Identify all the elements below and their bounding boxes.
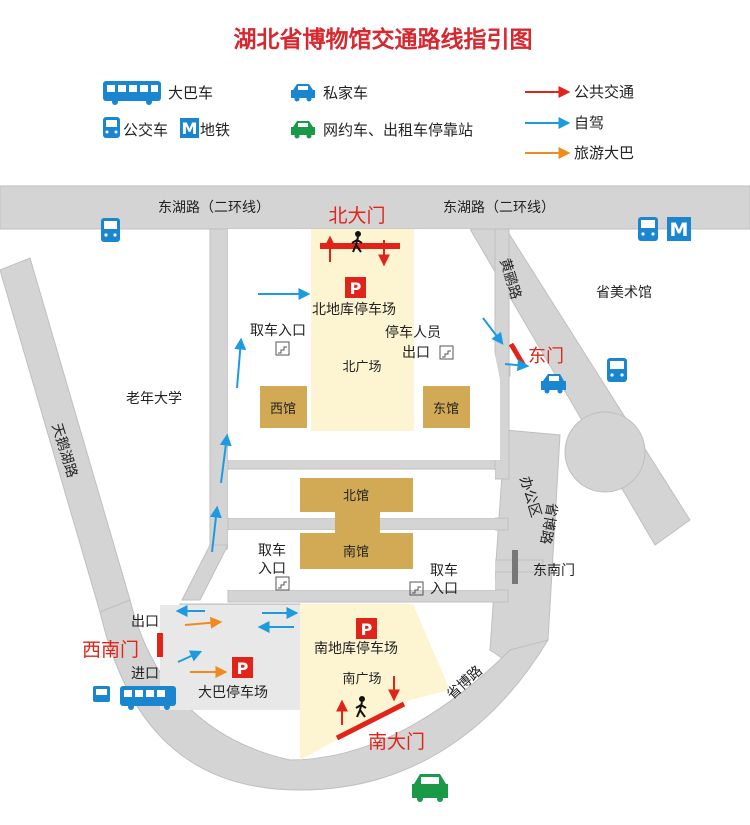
legend-city-bus-label: 公交车: [123, 121, 168, 139]
southwest-gate: 西南门: [82, 633, 163, 661]
exit-label: 出口: [131, 614, 159, 630]
south-parking: P 南地库停车场: [314, 618, 398, 657]
south-plaza-label: 南广场: [342, 671, 381, 687]
tour-bus-routes: [184, 616, 228, 678]
tour-bus-icon: [93, 686, 176, 710]
stairs-icon: [409, 581, 424, 596]
pickup-sw-label-1: 取车: [258, 542, 286, 559]
south-gate: 南大门: [335, 676, 425, 753]
pickup-se-label-1: 取车: [430, 562, 458, 579]
north-plaza-area: [311, 229, 414, 431]
senior-university-label: 老年大学: [126, 391, 182, 407]
svg-text:M: M: [182, 119, 198, 138]
metro-icon: M: [180, 118, 199, 138]
legend-tour-bus-label: 旅游大巴: [574, 144, 634, 162]
legend-private-car-label: 私家车: [323, 84, 368, 102]
private-car-icon: [541, 374, 566, 394]
legend-taxi-label: 网约车、出租车停靠站: [323, 121, 473, 139]
svg-text:P: P: [361, 620, 373, 639]
taxi-icon: [412, 774, 448, 802]
bus-parking: P 大巴停车场: [198, 657, 268, 701]
map-title: 湖北省博物馆交通路线指引图: [234, 26, 533, 53]
legend-public-transit-label: 公共交通: [574, 83, 634, 101]
legend-metro-label: 地铁: [200, 121, 230, 139]
stairs-icon: [275, 341, 290, 356]
road-label-donghu-east: 东湖路（二环线）: [443, 200, 555, 216]
art-museum-label: 省美术馆: [596, 285, 652, 301]
svg-text:南大门: 南大门: [368, 731, 425, 753]
svg-text:西馆: 西馆: [270, 402, 296, 417]
north-gate: 北大门: [320, 205, 400, 267]
south-hall: [300, 533, 413, 569]
staff-exit-label-2: 出口: [402, 345, 430, 361]
north-hall: [300, 478, 413, 512]
shengbo-road-south: [99, 599, 550, 791]
svg-text:北馆: 北馆: [343, 489, 369, 504]
city-bus-icon: [103, 117, 120, 138]
west-hall: [260, 386, 307, 428]
stairs-icon: [275, 576, 290, 591]
legend-bus-label: 大巴车: [168, 84, 213, 102]
south-parking-label: 南地库停车场: [314, 640, 398, 657]
self-drive-routes: [175, 288, 530, 663]
private-car-icon: [291, 84, 315, 102]
bus-parking-label: 大巴停车场: [198, 684, 268, 701]
city-bus-icon: [638, 217, 658, 241]
svg-text:北大门: 北大门: [328, 205, 385, 227]
staff-exit-label-1: 停车人员: [385, 324, 441, 341]
svg-text:P: P: [350, 279, 362, 298]
pickup-entrance-nw-label: 取车入口: [250, 322, 306, 339]
svg-text:西南门: 西南门: [82, 639, 139, 661]
pedestrian-icon: [355, 696, 367, 718]
svg-text:东馆: 东馆: [433, 402, 459, 417]
legend: 大巴车 私家车 公共交通 公交车 M 地铁 网约车、出租车停靠站: [103, 81, 634, 162]
east-gate: 东门: [508, 342, 564, 368]
entrance-label: 进口: [131, 666, 159, 682]
svg-text:P: P: [237, 659, 249, 678]
svg-text:M: M: [670, 219, 689, 241]
north-plaza-label: 北广场: [342, 360, 381, 375]
svg-text:东南门: 东南门: [533, 563, 575, 579]
pickup-se-label-2: 入口: [430, 581, 458, 597]
south-plaza-area: [300, 604, 450, 760]
taxi-icon: [291, 121, 315, 139]
pedestrian-icon: [351, 231, 363, 253]
stairs-icon: [439, 345, 454, 360]
donghu-road: [0, 185, 750, 230]
tour-bus-icon: [103, 81, 161, 105]
east-hall: [423, 386, 470, 428]
svg-text:东门: 东门: [528, 346, 564, 367]
legend-self-drive-label: 自驾: [574, 114, 604, 132]
city-bus-icon: [101, 218, 120, 242]
north-parking: P 北地库停车场: [312, 277, 396, 318]
metro-icon: M: [667, 217, 691, 241]
buildings: 西馆 东馆 北馆 南馆: [260, 386, 470, 569]
svg-text:南馆: 南馆: [343, 544, 369, 560]
city-bus-icon: [607, 358, 627, 382]
road-label-donghu-west: 东湖路（二环线）: [158, 200, 270, 216]
pickup-sw-label-2: 入口: [258, 561, 286, 577]
north-parking-label: 北地库停车场: [312, 301, 396, 318]
southeast-gate: 东南门: [512, 550, 575, 584]
